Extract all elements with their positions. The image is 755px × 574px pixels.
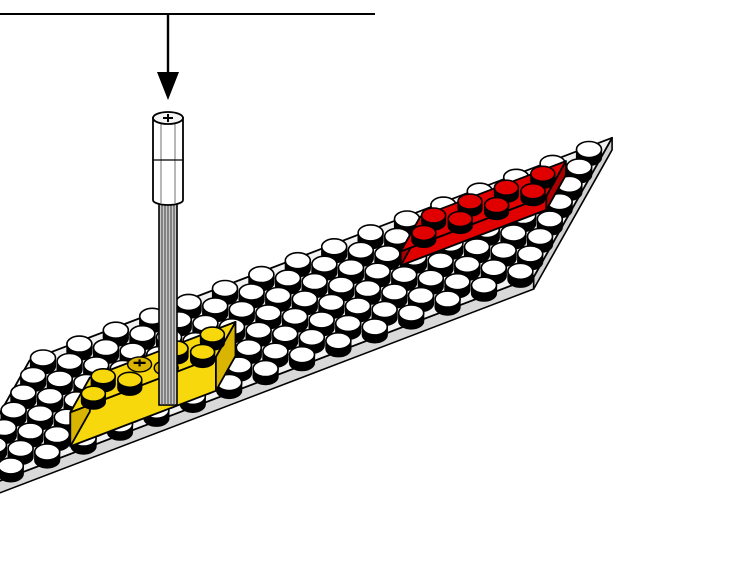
red-plate-stud xyxy=(485,198,509,220)
red-plate-stud xyxy=(412,225,436,247)
red-plate-stud xyxy=(448,212,472,234)
down-arrow xyxy=(0,14,375,100)
red-plate-stud xyxy=(521,184,545,206)
baseplate-stud xyxy=(435,291,460,315)
baseplate-stud xyxy=(253,361,278,385)
yellow-brick-stud xyxy=(191,345,215,368)
baseplate-stud xyxy=(362,319,387,343)
yellow-brick-stud xyxy=(118,372,142,395)
bushing-body xyxy=(153,118,183,205)
baseplate-stud xyxy=(35,444,60,468)
axle-hole xyxy=(128,357,152,372)
baseplate-stud xyxy=(326,333,351,357)
baseplate-stud xyxy=(290,347,315,371)
arrow-head xyxy=(157,72,179,100)
yellow-brick-stud xyxy=(81,386,105,409)
baseplate-stud xyxy=(472,277,497,301)
baseplate-stud xyxy=(399,305,424,329)
baseplate-stud xyxy=(0,458,23,482)
baseplate-stud xyxy=(508,263,533,287)
